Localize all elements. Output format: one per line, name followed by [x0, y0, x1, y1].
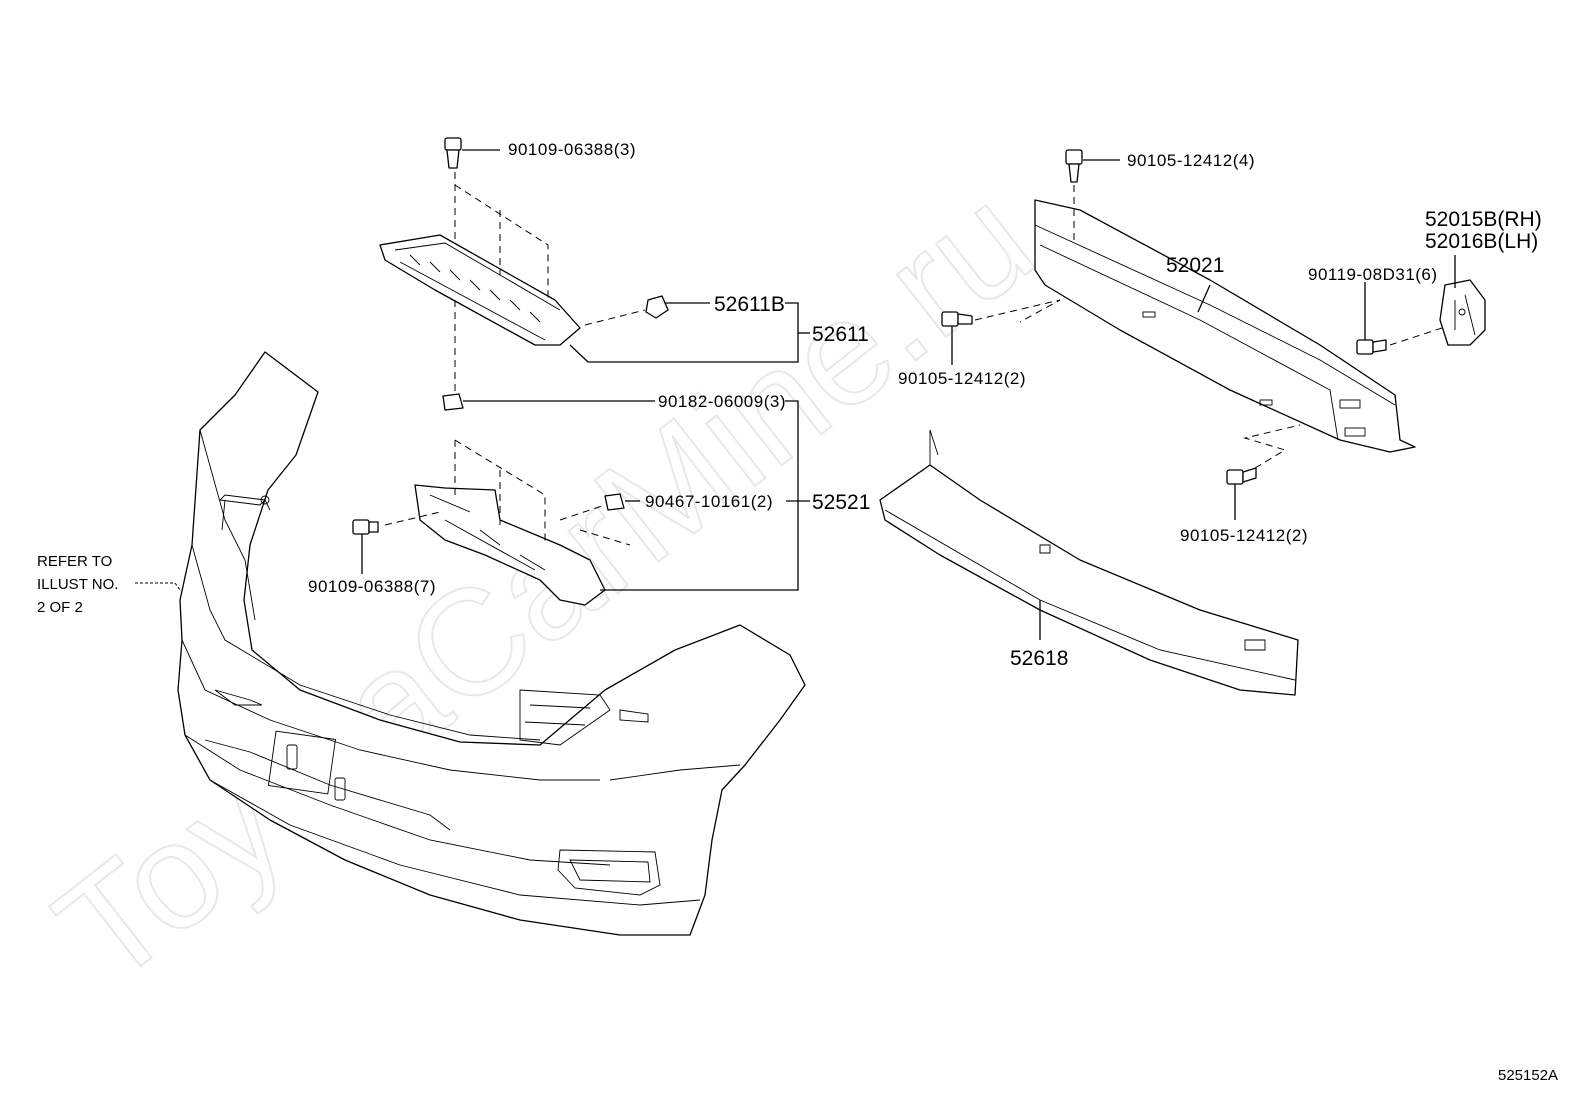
assembly-lines [384, 172, 1443, 546]
label-bolt-top-right: 90105-12412(4) [1127, 151, 1255, 170]
bracket-52015b [1439, 279, 1486, 346]
label-52021: 52021 [1166, 254, 1224, 277]
label-52618: 52618 [1010, 647, 1068, 670]
label-90182: 90182-06009(3) [658, 392, 786, 411]
part-labels: 90109-06388(3) 52611B 52611 90182-06009(… [37, 140, 1558, 1084]
label-52611: 52611 [812, 323, 869, 346]
label-bolt-bottom-2: 90105-12412(2) [1180, 526, 1308, 545]
absorber-52618 [879, 429, 1299, 696]
reference-note-line3: 2 OF 2 [37, 599, 83, 616]
label-52015b: 52015B(RH) [1425, 208, 1542, 231]
leader-lines [135, 149, 1456, 640]
upper-retainer-52611 [379, 234, 581, 346]
clip-52611b [645, 295, 669, 319]
reference-note-line2: ILLUST NO. [37, 576, 118, 593]
label-bolt-left-2: 90105-12412(2) [898, 369, 1026, 388]
bolt-90105-top [1065, 149, 1083, 183]
label-bolt-top-left: 90109-06388(3) [508, 140, 636, 159]
lower-retainer-52521 [414, 484, 606, 606]
label-90467: 90467-10161(2) [645, 492, 773, 511]
reinforcement-52021 [1034, 199, 1416, 453]
label-bolt-left-7: 90109-06388(7) [308, 577, 436, 596]
bumper-cover [177, 351, 806, 936]
bolt-90105-left [941, 311, 973, 327]
reference-note-line1: REFER TO [37, 553, 112, 570]
clip-90182 [442, 393, 464, 411]
label-52611b: 52611B [714, 293, 785, 316]
bolt-90105-bottom [1226, 467, 1257, 485]
label-90119: 90119-08D31(6) [1308, 265, 1438, 284]
bolt-90109-left [352, 519, 379, 535]
label-52521: 52521 [812, 491, 870, 514]
clip-90467 [604, 493, 625, 511]
bolt-90119 [1356, 339, 1387, 355]
diagram-id: 525152A [1498, 1067, 1558, 1084]
label-52016b: 52016B(LH) [1425, 230, 1538, 253]
bolt-90109-top [444, 137, 462, 169]
